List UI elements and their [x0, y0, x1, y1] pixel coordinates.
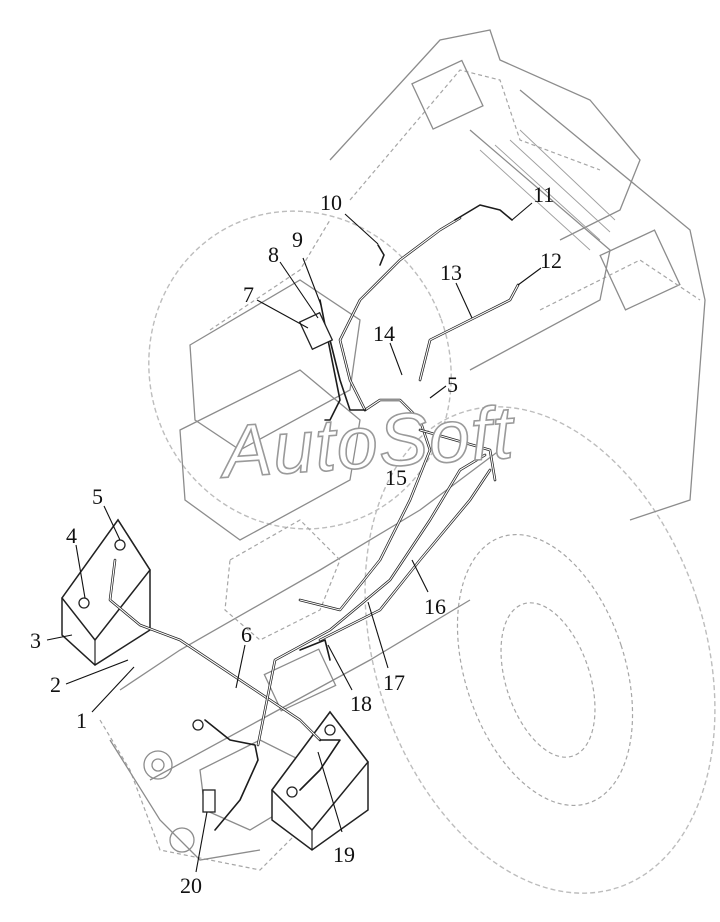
leader-11	[511, 202, 533, 221]
harness-16-core	[319, 469, 491, 641]
callout-9: 9	[292, 227, 303, 252]
chassis-side	[539, 259, 701, 311]
leader-2	[65, 659, 129, 685]
harness-loop-core	[299, 399, 431, 611]
rear-box-1	[411, 59, 484, 130]
battery-right	[271, 710, 369, 851]
leader-9	[302, 257, 322, 306]
callout-2: 2	[50, 672, 61, 697]
leader-18	[327, 644, 353, 691]
left-wheel-outline	[148, 210, 452, 530]
callout-10: 10	[320, 190, 342, 215]
rear-mast-outline	[329, 29, 641, 241]
center-structure	[224, 519, 341, 641]
battery-left-terminal-b	[114, 539, 126, 551]
callout-4: 4	[66, 523, 77, 548]
wire-19	[299, 739, 341, 791]
harness-11	[454, 204, 513, 221]
callout-15: 15	[385, 465, 407, 490]
callout-1: 1	[76, 708, 87, 733]
callout-16: 16	[424, 594, 446, 619]
leader-13	[455, 282, 473, 319]
leader-14	[389, 342, 403, 376]
seat-back	[209, 219, 331, 331]
front-axle	[109, 739, 261, 861]
chassis-top	[519, 89, 706, 521]
callout-18: 18	[350, 691, 372, 716]
harness-14-core	[339, 217, 461, 411]
floor-box	[179, 369, 361, 541]
axle-hub-left-inner	[151, 758, 165, 772]
harness-14	[338, 216, 462, 412]
battery-left-top	[61, 518, 151, 642]
battery-left	[61, 518, 151, 666]
frame-rail-lower	[99, 719, 301, 871]
engine-hatch-1	[479, 129, 616, 251]
harness-right-core	[419, 429, 496, 481]
callout-17: 17	[383, 670, 405, 695]
axle-hub-left	[143, 750, 173, 780]
leader-12	[517, 267, 542, 286]
callout-6: 6	[241, 622, 252, 647]
callout-11: 11	[533, 182, 554, 207]
leader-16	[411, 559, 429, 593]
callout-8: 8	[268, 242, 279, 267]
center-box	[263, 648, 337, 712]
leader-7	[256, 299, 309, 329]
grommet-left	[192, 719, 204, 731]
wire-20	[204, 719, 259, 831]
rear-box-2	[599, 229, 681, 311]
callouts: 1 2 3 4 5 6 7 8 9 10 11 12 13 14 5 15 16…	[30, 182, 562, 898]
callout-12: 12	[540, 248, 562, 273]
battery-right-terminal-b	[324, 724, 336, 736]
battery-right-terminal-a	[286, 786, 298, 798]
leader-lines	[46, 202, 542, 873]
leader-3	[46, 634, 73, 641]
axle-hub-bottom	[169, 827, 195, 853]
harness-13	[418, 283, 520, 382]
callout-20: 20	[180, 873, 202, 898]
leader-19	[317, 751, 343, 833]
callout-7: 7	[243, 282, 254, 307]
callout-3: 3	[30, 628, 41, 653]
bracket-8	[298, 311, 334, 351]
frame-rail-right	[149, 599, 471, 781]
leader-10	[344, 213, 379, 245]
wire-10	[377, 244, 385, 266]
right-wheel-hub	[500, 602, 596, 758]
leader-1	[91, 666, 135, 713]
rear-mast-inner	[349, 69, 601, 201]
leader-5b	[429, 385, 447, 399]
harness-17-core	[257, 454, 486, 746]
callout-5-left: 5	[92, 484, 103, 509]
leader-20	[195, 811, 208, 873]
watermark: AutoSoft	[216, 390, 519, 494]
callout-19: 19	[333, 842, 355, 867]
harness-group	[108, 204, 520, 831]
engine-cover	[469, 129, 611, 371]
callout-14: 14	[373, 321, 395, 346]
main-harness-6-core	[109, 559, 321, 741]
battery-left-terminal-a	[78, 597, 90, 609]
harness-13-core	[419, 284, 519, 381]
wire-18	[299, 639, 331, 661]
leader-5a	[103, 505, 121, 541]
leader-4	[75, 544, 86, 599]
right-wheel-rim	[456, 533, 634, 807]
leader-17	[367, 601, 389, 669]
right-wheel-outline	[364, 406, 716, 894]
leader-8	[279, 261, 319, 319]
relay-20	[202, 789, 216, 813]
callout-13: 13	[440, 260, 462, 285]
seat-outline	[189, 279, 361, 451]
leader-6	[235, 644, 246, 689]
callout-5-right: 5	[447, 372, 458, 397]
